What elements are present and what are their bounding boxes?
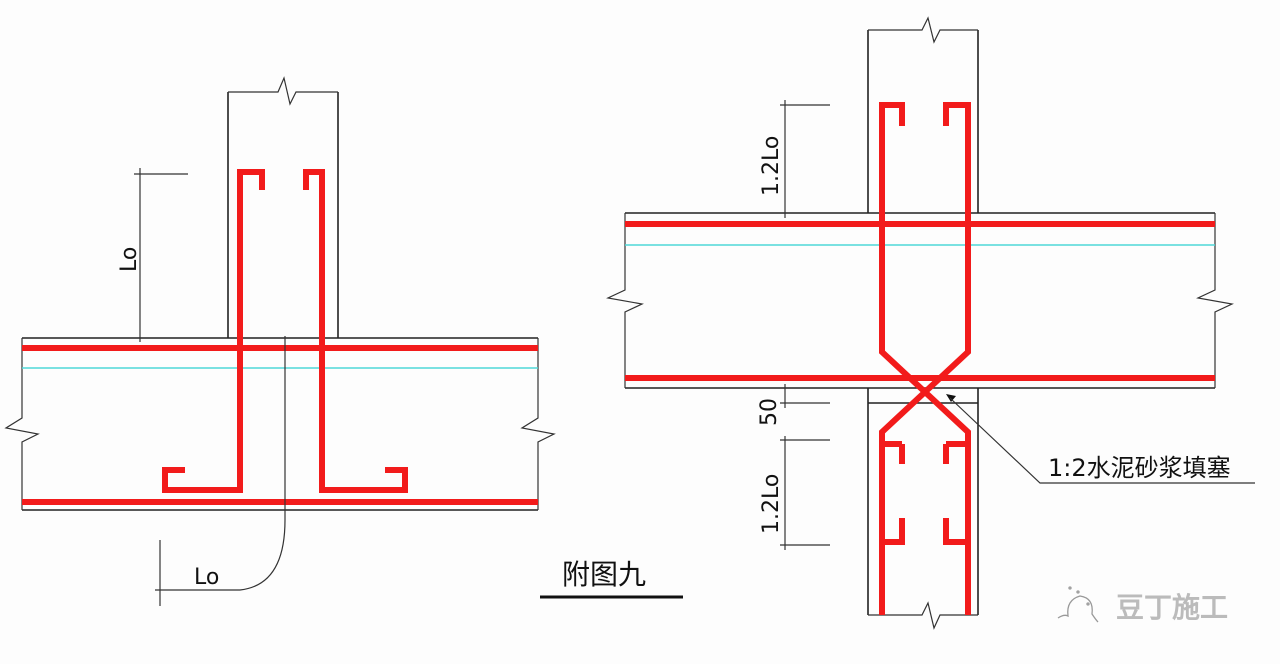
left-beam-outline [4,337,556,511]
watermark-text: 豆丁施工 [1116,591,1228,624]
watermark-logo-icon [1057,586,1099,623]
callout-mortar-fill: 1:2水泥砂浆填塞 [1048,454,1231,482]
left-beam-rebars [22,345,538,505]
left-wall-outline [227,76,339,338]
right-figure: 1.2Lo 50 1.2Lo 1:2水泥砂浆填塞 [606,16,1255,630]
right-beam-rebars [625,221,1215,381]
column-rebar-upper-left [879,102,971,615]
dimension-label-1-2lo-top: 1.2Lo [759,136,784,196]
dimension-label-lo: Lo [117,247,142,272]
left-dimension-lo-bottom: Lo [155,336,286,606]
dimension-label-lo-bottom: Lo [194,565,219,590]
left-wall-rebar-left [162,169,265,493]
column-rebar-lower-hooks [882,441,968,545]
left-figure: Lo Lo [4,76,556,606]
right-dimension-upper: 1.2Lo [759,100,830,218]
dimension-label-1-2lo-bottom: 1.2Lo [759,474,784,534]
dimension-label-50: 50 [757,398,782,426]
column-rebar-upper-right [879,102,971,615]
right-dimension-gap: 50 [757,384,830,426]
left-dimension-lo: Lo [117,168,188,342]
left-wall-rebar-right [303,169,408,493]
watermark: 豆丁施工 [1057,586,1228,624]
right-column-outline [867,16,979,630]
right-beam-outline [606,212,1234,389]
figure-title: 附图九 [562,558,646,591]
right-dimension-lower: 1.2Lo [759,436,830,550]
callout-leader: 1:2水泥砂浆填塞 [946,394,1255,484]
